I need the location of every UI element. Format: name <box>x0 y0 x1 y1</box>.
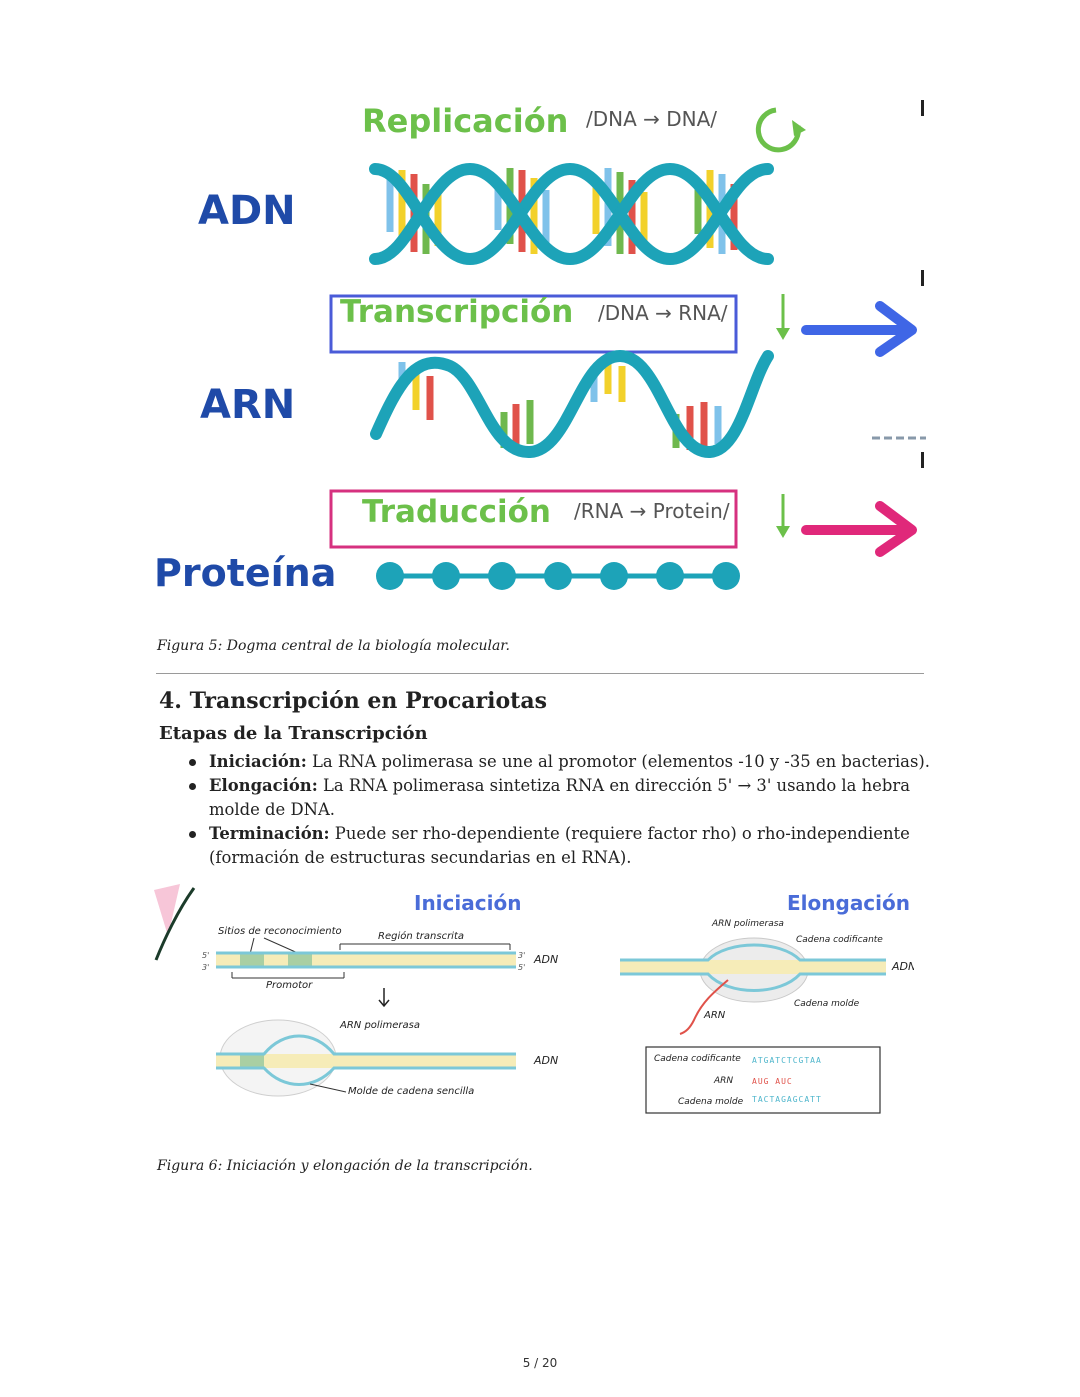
dna-label: ADN <box>533 953 558 966</box>
translation-formula: /RNA → Protein/ <box>574 499 730 523</box>
five-prime-label: 5' <box>518 963 525 972</box>
replication-title: Replicación <box>362 102 568 140</box>
promoter-label: Promotor <box>266 980 313 991</box>
rna-single-strand <box>370 349 774 458</box>
pink-right-arrow-icon <box>801 501 917 557</box>
template-sequence: TACTAGAGCATT <box>752 1095 822 1104</box>
coding-strand-label: Cadena codificante <box>796 935 883 945</box>
five-prime-label: 5' <box>202 951 209 960</box>
three-prime-label: 3' <box>202 963 209 972</box>
rna-sequence: AUG AUC <box>752 1077 793 1086</box>
list-item-term: Elongación: <box>209 776 318 795</box>
rna-label: ARN <box>703 1010 726 1021</box>
initiation-title: Iniciación <box>414 891 521 915</box>
recognition-sites-label: Sitios de reconocimiento <box>218 926 342 937</box>
template-strand-label: Cadena molde <box>794 999 860 1009</box>
box-template-label: Cadena molde <box>678 1097 744 1107</box>
page-number: 5 / 20 <box>522 1356 558 1370</box>
rna-polymerase-label: ARN polimerasa <box>339 1020 420 1031</box>
rna-label: ARN <box>200 382 295 428</box>
dna-label: ADN <box>198 188 296 234</box>
section-divider <box>156 673 924 674</box>
sequence-box: Cadena codificante ATGATCTCGTAA ARN AUG … <box>645 1046 881 1114</box>
transcription-stages-figure: Iniciación Sitios de reconocimiento Regi… <box>154 884 914 1114</box>
transcription-title: Transcripción <box>340 294 573 330</box>
cropped-decoration <box>154 884 196 961</box>
figure-5-caption: Figura 5: Dogma central de la biología m… <box>157 638 510 654</box>
down-arrow-icon <box>776 494 790 538</box>
transcribed-region-label: Región transcrita <box>378 930 464 942</box>
list-item-term: Iniciación: <box>209 752 307 771</box>
transcription-formula: /DNA → RNA/ <box>598 301 728 325</box>
cropped-edge-marks <box>872 100 926 468</box>
protein-chain <box>376 562 740 590</box>
dna-label: ADN <box>891 960 914 973</box>
rna-polymerase-label: ARN polimerasa <box>711 919 784 929</box>
list-item-term: Terminación: <box>209 824 330 843</box>
elongation-title: Elongación <box>787 891 910 915</box>
three-prime-label: 3' <box>518 951 525 960</box>
list-item-text: La RNA polimerasa se une al promotor (el… <box>306 752 930 771</box>
dna-label: ADN <box>533 1054 558 1067</box>
transcription-stages-list: Iniciación: La RNA polimerasa se une al … <box>185 750 930 870</box>
box-rna-label: ARN <box>713 1076 733 1086</box>
transcription-box <box>329 294 738 354</box>
list-item: Elongación: La RNA polimerasa sintetiza … <box>185 774 930 822</box>
translation-box <box>329 489 738 549</box>
blue-right-arrow-icon <box>801 301 917 357</box>
down-arrow-icon <box>776 294 790 340</box>
translation-title: Traducción <box>362 494 551 530</box>
box-coding-label: Cadena codificante <box>654 1054 741 1064</box>
elongation-bubble <box>620 937 886 1035</box>
list-item-text: La RNA polimerasa sintetiza RNA en direc… <box>209 776 910 819</box>
section-heading: 4. Transcripción en Procariotas <box>159 688 547 714</box>
coding-sequence: ATGATCTCGTAA <box>752 1056 822 1065</box>
single-strand-template-label: Molde de cadena sencilla <box>348 1086 474 1097</box>
dna-double-helix <box>369 162 774 266</box>
list-item: Iniciación: La RNA polimerasa se une al … <box>185 750 930 774</box>
section-subheading: Etapas de la Transcripción <box>159 723 428 744</box>
central-dogma-figure: Replicación /DNA → DNA/ ADN <box>154 100 926 595</box>
protein-label: Proteína <box>154 551 336 595</box>
list-item: Terminación: Puede ser rho-dependiente (… <box>185 822 930 870</box>
replication-formula: /DNA → DNA/ <box>586 107 717 131</box>
down-arrow-icon <box>378 988 390 1008</box>
figure-6-caption: Figura 6: Iniciación y elongación de la … <box>157 1158 533 1174</box>
replication-cycle-icon <box>755 107 806 153</box>
rna-polymerase-open-complex <box>216 1019 516 1097</box>
promoter-dna-strand <box>216 951 516 969</box>
list-item-text: Puede ser rho-dependiente (requiere fact… <box>209 824 910 867</box>
